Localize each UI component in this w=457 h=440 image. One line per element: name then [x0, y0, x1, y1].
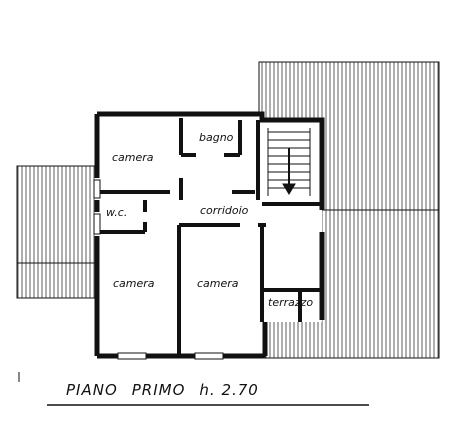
- room-label-corridoio: corridoio: [200, 204, 249, 217]
- roof-left-hatch: [16, 165, 100, 299]
- room-label-camera-left: camera: [113, 277, 155, 290]
- room-label-terrazzo: terrazzo: [268, 296, 313, 309]
- interior-walls: [97, 118, 322, 356]
- room-label-camera-right: camera: [197, 277, 239, 290]
- caption-piano: PIANO: [66, 381, 118, 399]
- room-label-camera-top: camera: [112, 151, 154, 164]
- plan-caption: PIANO PRIMO h. 2.70: [66, 381, 273, 399]
- room-label-bagno: bagno: [199, 131, 234, 144]
- watermark: casa: [185, 308, 226, 327]
- house-interior: [97, 114, 322, 356]
- room-label-wc: w.c.: [106, 206, 127, 219]
- staircase: [267, 128, 311, 196]
- windows: [93, 179, 224, 360]
- caption-height: h. 2.70: [199, 381, 259, 399]
- caption-primo: PRIMO: [131, 381, 186, 399]
